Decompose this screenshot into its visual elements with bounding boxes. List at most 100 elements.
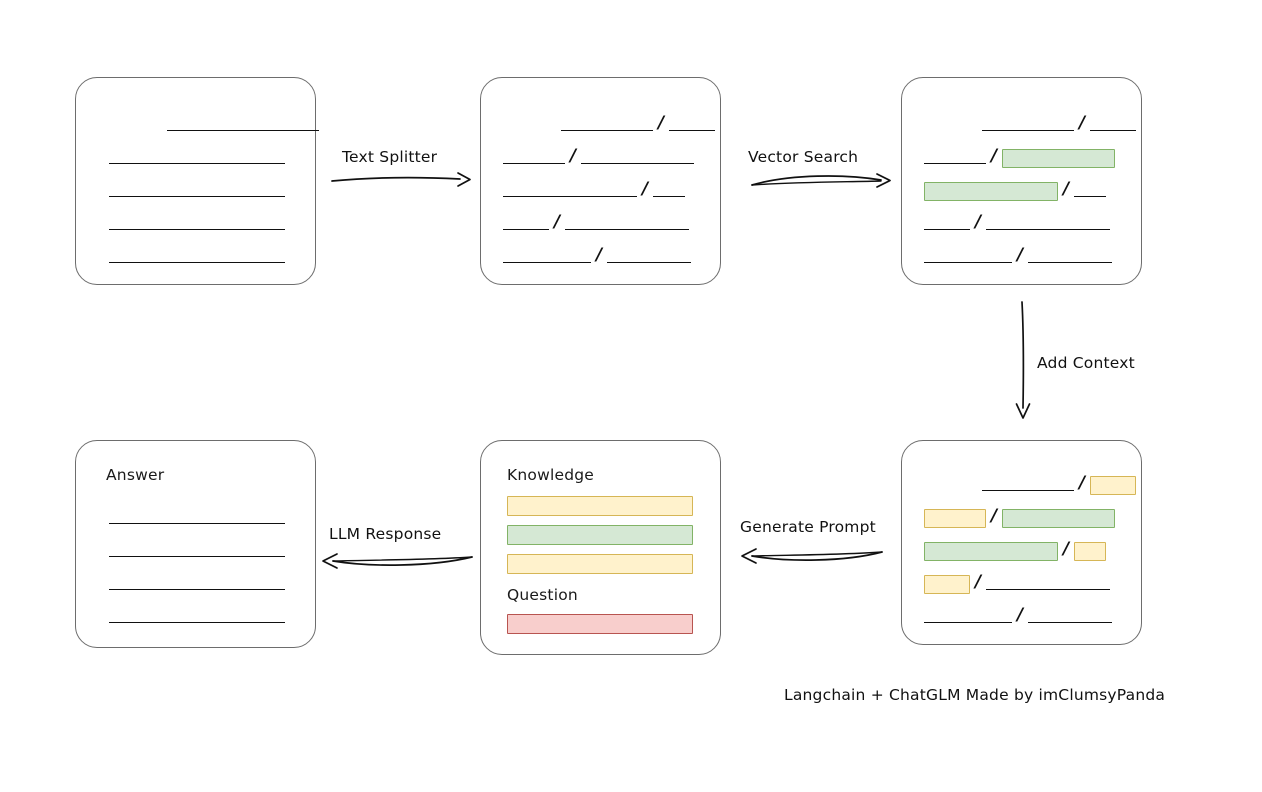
- text-line-row: [109, 247, 285, 263]
- text-line-row: /: [503, 245, 692, 265]
- question-label: Question: [507, 586, 578, 604]
- text-line-segment: [581, 163, 695, 164]
- text-line-row: [109, 607, 285, 623]
- box-answer[interactable]: Answer: [75, 440, 316, 648]
- text-line-row: /: [503, 146, 695, 166]
- text-line-row: /: [924, 212, 1111, 232]
- text-line-segment: [109, 622, 285, 623]
- text-line-segment: [109, 556, 285, 557]
- highlight-chip-yellow: [924, 509, 986, 528]
- segment-separator: /: [1063, 539, 1070, 559]
- knowledge-label: Knowledge: [507, 466, 595, 484]
- prompt-bar-yellow: [507, 496, 693, 516]
- segment-separator: /: [1079, 473, 1086, 493]
- segment-separator: /: [975, 572, 982, 592]
- diagram-caption: Langchain + ChatGLM Made by imClumsyPand…: [784, 686, 1166, 704]
- text-line-segment: [1028, 262, 1113, 263]
- arrow-label-add-context: Add Context: [1037, 354, 1135, 372]
- segment-separator: /: [570, 146, 577, 166]
- box-matched-chunks[interactable]: / / / / /: [901, 77, 1142, 285]
- segment-separator: /: [554, 212, 561, 232]
- text-line-segment: [503, 262, 591, 263]
- text-line-row: /: [924, 506, 1116, 528]
- text-line-segment: [1028, 622, 1113, 623]
- highlight-chip-green: [924, 542, 1058, 561]
- text-line-row: /: [503, 212, 690, 232]
- text-line-row: [109, 574, 285, 590]
- text-line-row: /: [924, 605, 1113, 625]
- segment-separator: /: [596, 245, 603, 265]
- text-line-segment: [109, 589, 285, 590]
- text-line-row: [109, 214, 285, 230]
- arrow-label-text-splitter: Text Splitter: [342, 148, 438, 166]
- arrow-llm-response: [322, 553, 473, 569]
- text-line-row: /: [561, 113, 716, 133]
- text-line-segment: [167, 130, 319, 131]
- highlight-chip-green: [1002, 149, 1116, 168]
- text-line-segment: [982, 130, 1074, 131]
- text-line-segment: [924, 163, 986, 164]
- text-line-segment: [1074, 196, 1107, 197]
- text-line-segment: [982, 490, 1074, 491]
- text-line-row: [109, 541, 285, 557]
- text-line-segment: [109, 229, 285, 230]
- text-line-segment: [109, 163, 285, 164]
- segment-separator: /: [1017, 605, 1024, 625]
- arrow-vector-search: [751, 173, 891, 188]
- prompt-bar-green: [507, 525, 693, 545]
- text-line-segment: [503, 229, 549, 230]
- arrow-add-context: [1015, 301, 1031, 419]
- text-line-segment: [924, 262, 1012, 263]
- text-line-row: [109, 181, 285, 197]
- segment-separator: /: [1017, 245, 1024, 265]
- prompt-bar-yellow: [507, 554, 693, 574]
- text-line-row: /: [924, 539, 1107, 561]
- text-line-segment: [109, 523, 285, 524]
- text-line-row: [167, 115, 319, 131]
- text-line-segment: [924, 229, 970, 230]
- text-line-segment: [109, 262, 285, 263]
- text-line-segment: [503, 196, 637, 197]
- box-prompt[interactable]: Knowledge Question: [480, 440, 721, 655]
- text-line-segment: [503, 163, 565, 164]
- text-line-segment: [986, 229, 1111, 230]
- text-line-segment: [1090, 130, 1137, 131]
- text-line-row: /: [982, 113, 1137, 133]
- highlight-chip-yellow: [1090, 476, 1137, 495]
- segment-separator: /: [1063, 179, 1070, 199]
- box-context-chunks[interactable]: / / / / /: [901, 440, 1142, 645]
- text-line-segment: [109, 196, 285, 197]
- segment-separator: /: [1079, 113, 1086, 133]
- answer-label: Answer: [106, 466, 165, 484]
- text-line-segment: [924, 622, 1012, 623]
- text-line-segment: [561, 130, 653, 131]
- text-line-row: /: [503, 179, 686, 199]
- arrow-label-generate-prompt: Generate Prompt: [740, 518, 876, 536]
- text-line-row: /: [924, 179, 1107, 201]
- text-line-segment: [986, 589, 1111, 590]
- text-line-row: /: [982, 473, 1137, 495]
- text-line-segment: [565, 229, 690, 230]
- arrow-generate-prompt: [741, 548, 883, 564]
- box-split-chunks[interactable]: / / / / /: [480, 77, 721, 285]
- segment-separator: /: [991, 506, 998, 526]
- text-line-segment: [669, 130, 716, 131]
- segment-separator: /: [642, 179, 649, 199]
- text-line-segment: [607, 262, 692, 263]
- box-source-document[interactable]: [75, 77, 319, 285]
- arrow-label-llm-response: LLM Response: [329, 525, 442, 543]
- arrow-text-splitter: [331, 172, 471, 187]
- segment-separator: /: [975, 212, 982, 232]
- segment-separator: /: [658, 113, 665, 133]
- text-line-row: [109, 508, 285, 524]
- arrow-label-vector-search: Vector Search: [748, 148, 859, 166]
- text-line-row: /: [924, 572, 1111, 594]
- segment-separator: /: [991, 146, 998, 166]
- highlight-chip-yellow: [1074, 542, 1107, 561]
- highlight-chip-green: [924, 182, 1058, 201]
- text-line-row: [109, 148, 285, 164]
- text-line-segment: [653, 196, 686, 197]
- text-line-row: /: [924, 245, 1113, 265]
- text-line-row: /: [924, 146, 1116, 168]
